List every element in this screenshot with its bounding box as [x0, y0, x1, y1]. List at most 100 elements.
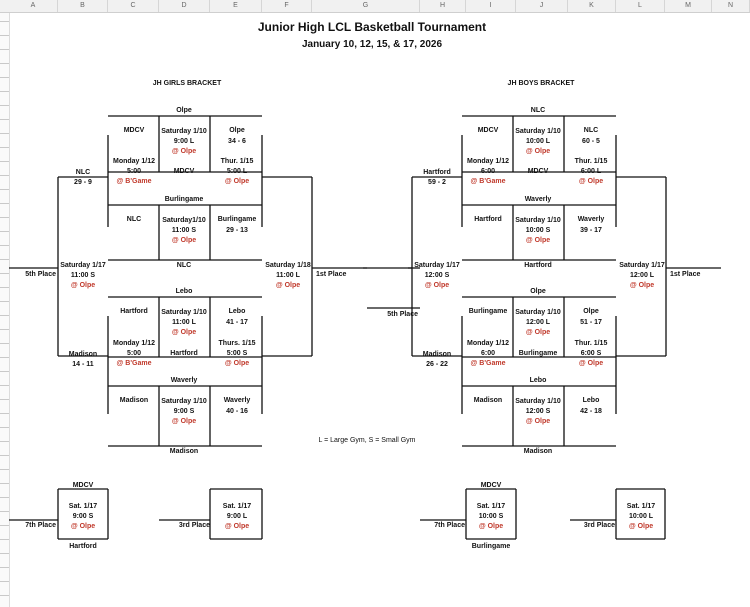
row-divider [0, 105, 9, 106]
column-header-d[interactable]: D [159, 0, 210, 12]
girls-fifth-location: @ Olpe [70, 282, 96, 289]
girls-s2-time: 5:00 L [226, 168, 248, 175]
column-header-c[interactable]: C [108, 0, 159, 12]
girls-s1-score: 29 - 9 [74, 179, 92, 186]
row-divider [0, 21, 9, 22]
boys-fifth-location: @ Olpe [424, 282, 450, 289]
boys-third-place-label: 3rd Place [583, 522, 615, 529]
column-header-m[interactable]: M [665, 0, 712, 12]
row-divider [0, 217, 9, 218]
girls-s3-day: Monday 1/12 [112, 340, 156, 347]
boys-bracket-heading: JH BOYS BRACKET [507, 80, 575, 87]
girls-g1-day: Saturday 1/10 [161, 128, 207, 135]
boys-seventh-place-label: 7th Place [434, 522, 465, 529]
girls-g4-score: 40 - 16 [226, 408, 248, 415]
column-header-f[interactable]: F [262, 0, 312, 12]
boys-s4-matchup: Burlingame [518, 350, 558, 357]
column-header-g[interactable]: G [312, 0, 420, 12]
boys-fifth-time: 12:00 S [424, 272, 450, 279]
row-divider [0, 567, 9, 568]
girls-s3-location: @ B'Game [116, 360, 152, 367]
girls-s4-day: Thurs. 1/15 [218, 340, 256, 347]
tournament-title: Junior High LCL Basketball Tournament [257, 20, 487, 34]
girls-third-place-label: 3rd Place [178, 522, 210, 529]
boys-g2-day: Saturday 1/10 [515, 217, 561, 224]
boys-g2-left-team: Hartford [474, 216, 502, 223]
boys-g4-right-team: Lebo [582, 397, 600, 404]
boys-third-time: 10:00 L [628, 513, 654, 520]
girls-s4-matchup: Hartford [170, 350, 198, 357]
boys-g1-right-team: NLC [583, 127, 599, 134]
boys-first-time: 12:00 L [629, 272, 655, 279]
boys-seventh-day: Sat. 1/17 [476, 503, 506, 510]
girls-first-place-label: 1st Place [316, 271, 347, 278]
girls-seventh-day: Sat. 1/17 [68, 503, 98, 510]
boys-s2-matchup: MDCV [527, 168, 549, 175]
girls-s1-time: 5:00 [126, 168, 142, 175]
boys-g4-time: 12:00 S [525, 408, 551, 415]
girls-s1-location: @ B'Game [116, 178, 152, 185]
tournament-dates: January 10, 12, 15, & 17, 2026 [301, 39, 443, 50]
boys-g1-score: 60 - 5 [582, 138, 600, 145]
column-header-j[interactable]: J [516, 0, 568, 12]
girls-s2-location: @ Olpe [224, 178, 250, 185]
row-divider [0, 49, 9, 50]
boys-g2-time: 10:00 S [525, 227, 551, 234]
boys-g2-score: 39 - 17 [580, 227, 602, 234]
boys-g2-location: @ Olpe [525, 237, 551, 244]
girls-third-location: @ Olpe [224, 523, 250, 530]
row-gutter [0, 13, 10, 607]
girls-s2-matchup: MDCV [173, 168, 195, 175]
boys-s1-day: Monday 1/12 [466, 158, 510, 165]
row-divider [0, 35, 9, 36]
column-header-k[interactable]: K [568, 0, 616, 12]
boys-first-location: @ Olpe [629, 282, 655, 289]
girls-g4-day: Saturday 1/10 [161, 398, 207, 405]
boys-fifth-place-label: 5th Place [387, 311, 418, 318]
row-divider [0, 385, 9, 386]
girls-s1-day: Monday 1/12 [112, 158, 156, 165]
girls-fifth-place-label: 5th Place [25, 271, 56, 278]
column-header-a[interactable]: A [9, 0, 58, 12]
boys-g4-left-team: Madison [473, 397, 503, 404]
girls-seventh-top-team: MDCV [72, 482, 94, 489]
boys-g3-right-team: Olpe [583, 308, 599, 315]
girls-seventh-place-label: 7th Place [25, 522, 56, 529]
column-header-h[interactable]: H [420, 0, 466, 12]
row-divider [0, 91, 9, 92]
boys-s2-day: Thur. 1/15 [574, 158, 608, 165]
girls-fifth-time: 11:00 S [70, 272, 96, 279]
girls-g3-top-team: Lebo [175, 288, 193, 295]
boys-s3-day: Monday 1/12 [466, 340, 510, 347]
row-divider [0, 301, 9, 302]
column-header-i[interactable]: I [466, 0, 516, 12]
boys-g1-top-team: NLC [530, 107, 546, 114]
girls-g3-day: Saturday 1/10 [161, 309, 207, 316]
boys-third-day: Sat. 1/17 [626, 503, 656, 510]
girls-s3-winner: Madison [68, 351, 98, 358]
girls-g1-score: 34 - 6 [228, 138, 246, 145]
row-divider [0, 77, 9, 78]
girls-g4-bottom-team: Madison [169, 448, 199, 455]
girls-g2-top-team: Burlingame [164, 196, 204, 203]
girls-g1-location: @ Olpe [171, 148, 197, 155]
row-divider [0, 189, 9, 190]
girls-g2-left-team: NLC [126, 216, 142, 223]
girls-g1-right-team: Olpe [229, 127, 245, 134]
girls-s1-winner: NLC [75, 169, 91, 176]
girls-g3-right-team: Lebo [228, 308, 246, 315]
boys-seventh-bottom-team: Burlingame [471, 543, 511, 550]
row-divider [0, 119, 9, 120]
boys-g2-right-team: Waverly [577, 216, 605, 223]
row-divider [0, 371, 9, 372]
column-header-e[interactable]: E [210, 0, 262, 12]
girls-g4-left-team: Madison [119, 397, 149, 404]
column-header-b[interactable]: B [58, 0, 108, 12]
girls-first-day: Saturday 1/18 [265, 262, 311, 269]
column-header-l[interactable]: L [616, 0, 665, 12]
girls-s4-location: @ Olpe [224, 360, 250, 367]
boys-g3-left-team: Burlingame [468, 308, 508, 315]
girls-g2-location: @ Olpe [171, 237, 197, 244]
